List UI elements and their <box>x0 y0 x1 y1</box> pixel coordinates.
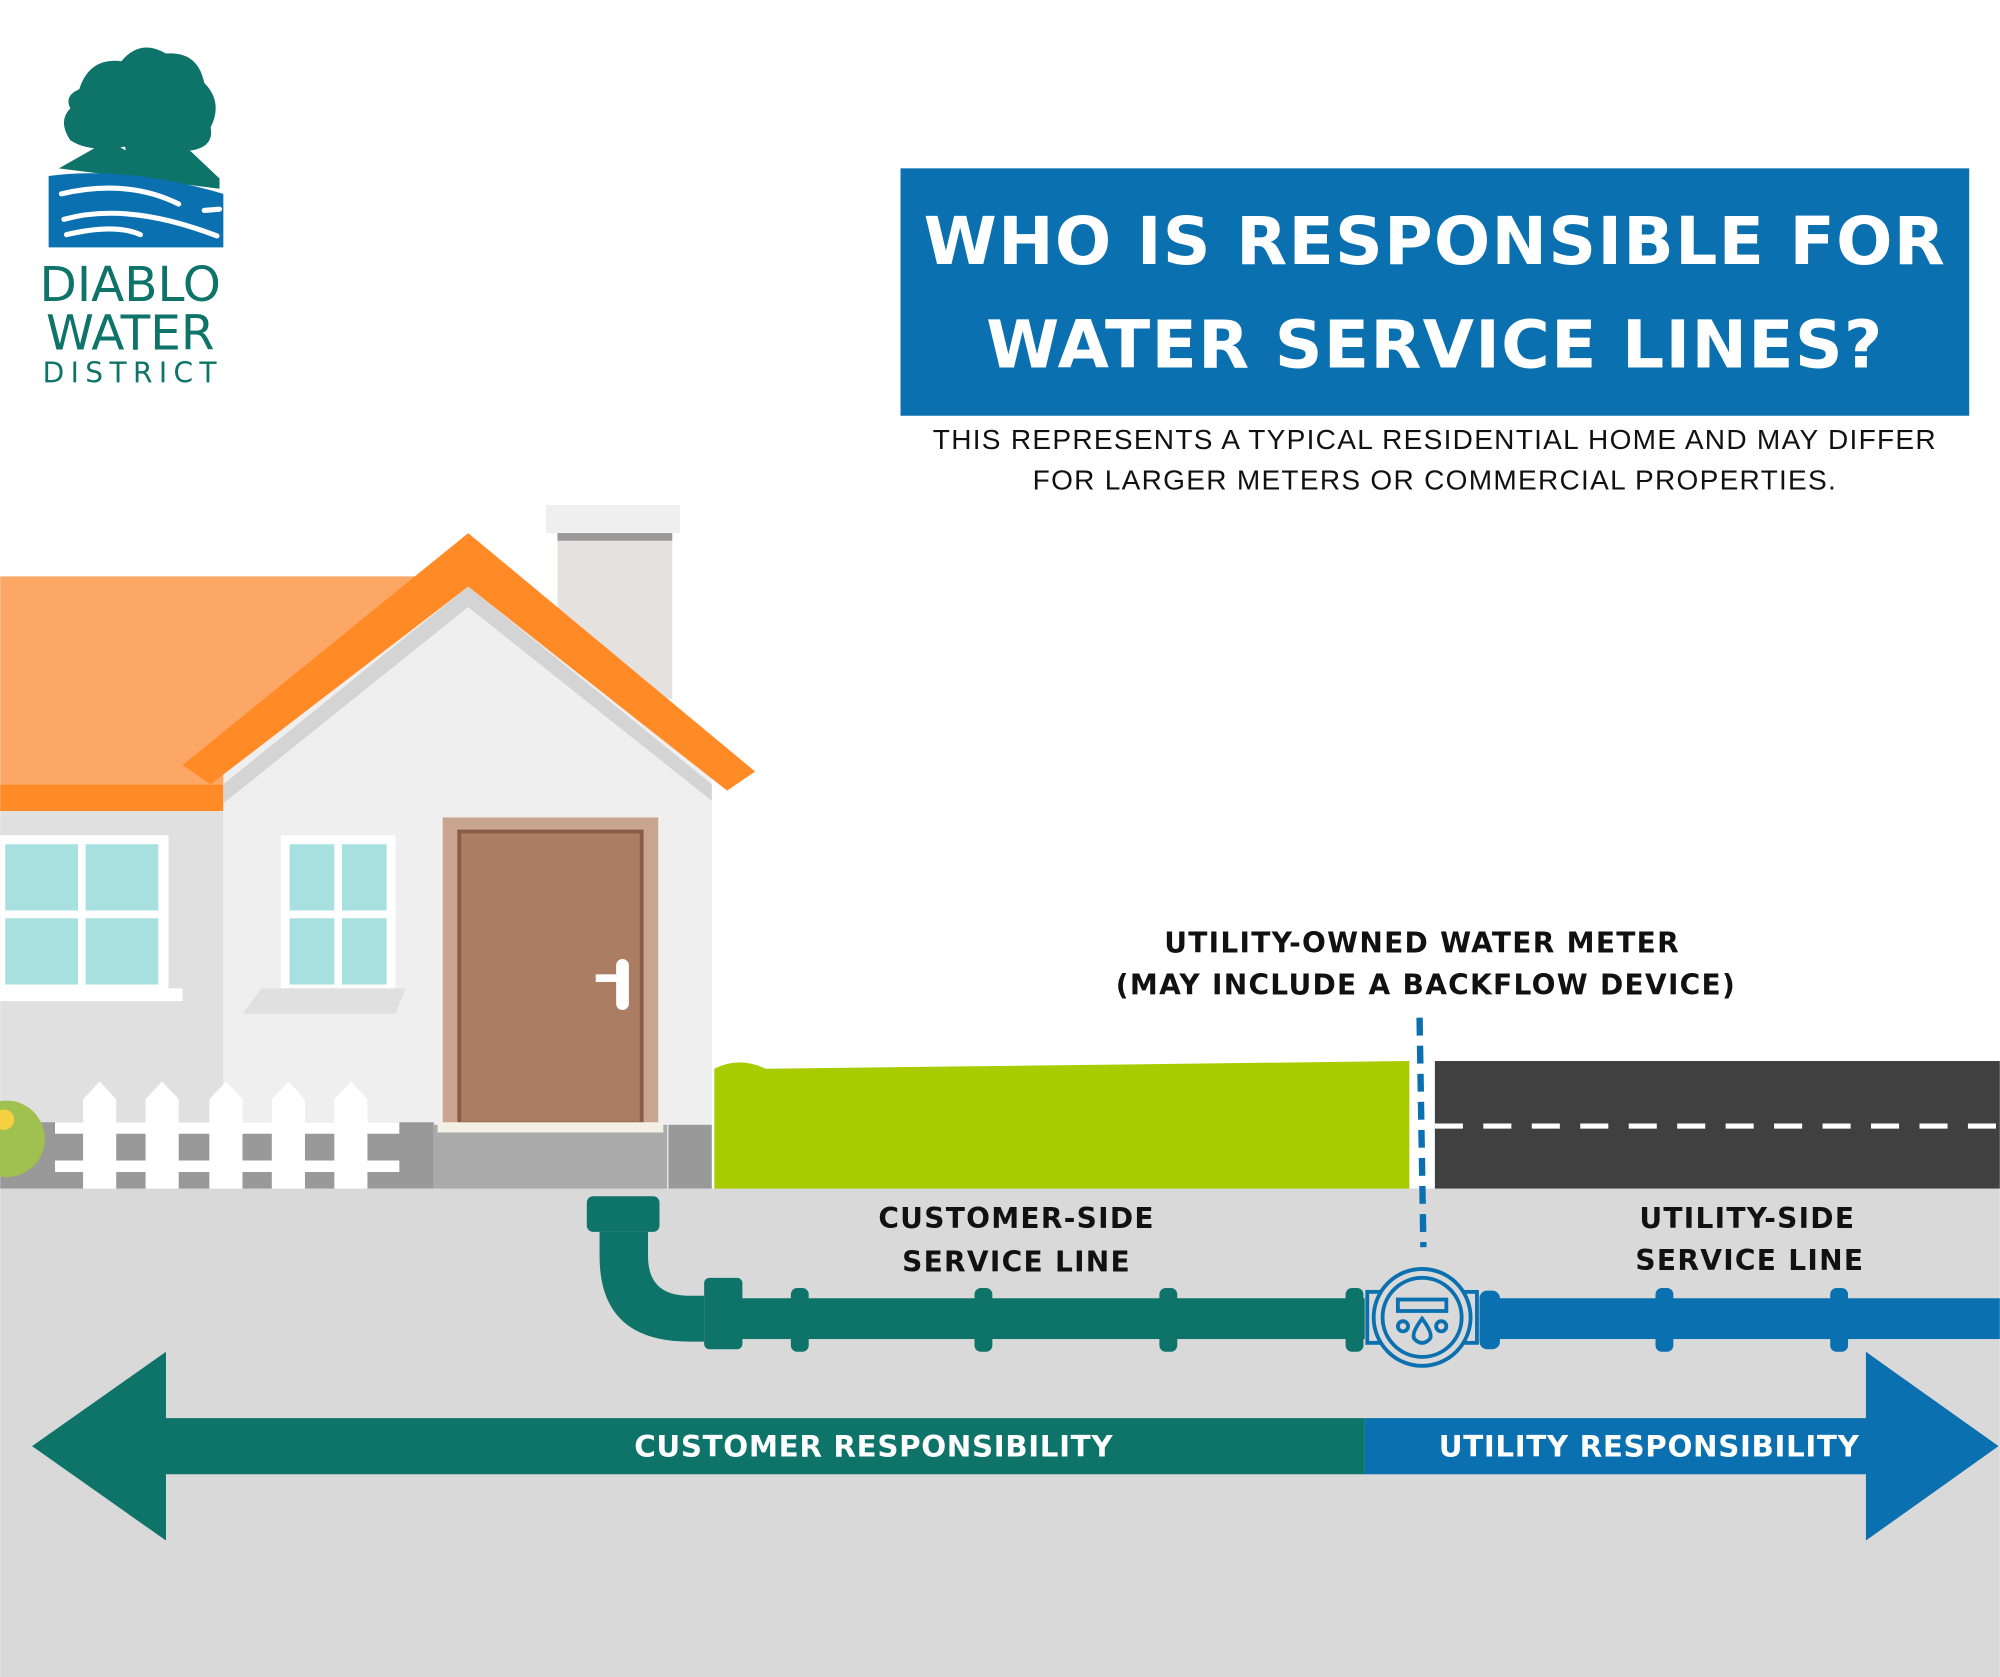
customer-line-label-2: SERVICE LINE <box>902 1245 1131 1278</box>
property-line-divider <box>1416 1017 1427 1248</box>
title-banner <box>900 168 1970 416</box>
subtitle-line2: FOR LARGER METERS OR COMMERCIAL PROPERTI… <box>1033 465 1837 496</box>
utility-line-label-1: UTILITY-SIDE <box>1639 1202 1855 1235</box>
utility-responsibility-label: UTILITY RESPONSIBILITY <box>1439 1429 1860 1463</box>
customer-side-pipe <box>586 1196 1365 1352</box>
logo-line1: DIABLO <box>40 257 221 313</box>
front-steps <box>433 1124 668 1189</box>
customer-responsibility-arrow <box>32 1351 1365 1541</box>
customer-line-label-1: CUSTOMER-SIDE <box>878 1202 1155 1235</box>
diablo-water-district-logo: DIABLO WATER DISTRICT <box>40 47 224 390</box>
logo-line2: WATER <box>46 305 215 361</box>
water-meter-icon <box>1365 1266 1479 1368</box>
meter-label-line2: (MAY INCLUDE A BACKFLOW DEVICE) <box>1116 969 1736 1002</box>
street <box>1434 1061 2000 1189</box>
meter-label-line1: UTILITY-OWNED WATER METER <box>1164 927 1680 960</box>
white-picket-fence <box>55 1081 400 1189</box>
utility-responsibility-arrow <box>1364 1351 1999 1541</box>
logo-line3: DISTRICT <box>43 357 223 390</box>
subtitle-line1: THIS REPRESENTS A TYPICAL RESIDENTIAL HO… <box>933 424 1937 455</box>
house-illustration <box>0 505 756 1189</box>
utility-line-label-2: SERVICE LINE <box>1635 1244 1864 1277</box>
title-line2: WATER SERVICE LINES? <box>986 305 1883 383</box>
utility-side-pipe <box>1479 1288 2000 1352</box>
customer-responsibility-label: CUSTOMER RESPONSIBILITY <box>634 1429 1113 1463</box>
lawn <box>714 1061 1410 1189</box>
title-line1: WHO IS RESPONSIBLE FOR <box>924 202 1946 280</box>
door-handle-icon <box>616 959 629 1011</box>
